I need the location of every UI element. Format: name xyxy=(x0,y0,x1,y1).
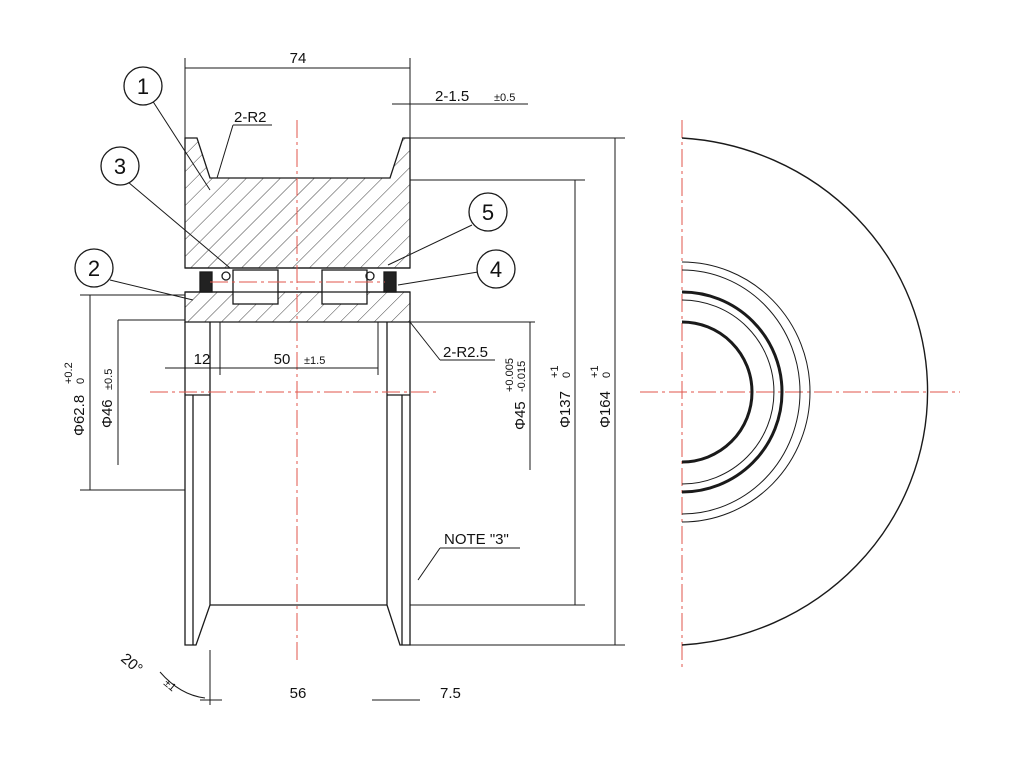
dimension-lines xyxy=(80,58,625,705)
side-view xyxy=(681,137,929,646)
dim-angle-group: 20° xyxy=(117,650,145,678)
bearing-left xyxy=(232,269,279,305)
lower-flange-right xyxy=(386,322,411,646)
dim-hub-length: 50 xyxy=(274,351,291,368)
dim-radius-top: 2-R2 xyxy=(234,109,267,126)
dim-bottom-offset: 7.5 xyxy=(440,685,461,702)
svg-text:3: 3 xyxy=(114,154,126,179)
svg-text:Φ46: Φ46 xyxy=(99,399,116,428)
bearing-right xyxy=(321,269,368,305)
svg-text:+1: +1 xyxy=(549,365,561,378)
balloon-2: 2 xyxy=(74,248,114,288)
svg-text:1: 1 xyxy=(137,74,149,99)
dim-angle-tol-group: ±1 xyxy=(161,677,178,694)
balloon-leaders xyxy=(109,99,479,301)
dim-chamfer: 2-1.5 xyxy=(435,88,469,105)
svg-text:0: 0 xyxy=(561,372,573,378)
oring-right xyxy=(365,271,375,281)
balloon-4: 4 xyxy=(476,249,516,289)
svg-text:±1: ±1 xyxy=(161,677,178,694)
svg-text:+1: +1 xyxy=(589,365,601,378)
svg-text:-0.015: -0.015 xyxy=(516,361,528,392)
svg-text:±0.5: ±0.5 xyxy=(103,369,115,390)
dim-overall-width: 74 xyxy=(290,50,307,67)
dim-dia-628-group: Φ62.8 +0.2 0 xyxy=(63,362,88,436)
svg-text:0: 0 xyxy=(75,378,87,384)
dim-chamfer-tol: ±0.5 xyxy=(494,92,515,104)
lower-flange-left xyxy=(184,322,211,646)
dim-radius-bottom: 2-R2.5 xyxy=(443,344,488,361)
dim-hub-step: 12 xyxy=(194,351,211,368)
svg-text:Φ45: Φ45 xyxy=(512,401,529,430)
hub-ring-3 xyxy=(681,290,784,494)
balloon-3: 3 xyxy=(100,146,140,186)
dim-dia-46-group: Φ46 ±0.5 xyxy=(99,369,116,428)
svg-text:Φ164: Φ164 xyxy=(597,391,614,428)
dim-dia-45-group: Φ45 +0.005 -0.015 xyxy=(504,358,529,430)
balloon-1: 1 xyxy=(123,66,163,106)
svg-text:Φ62.8: Φ62.8 xyxy=(71,395,88,436)
hub-ring-4 xyxy=(681,299,775,485)
dim-hub-length-tol: ±1.5 xyxy=(304,355,325,367)
svg-text:+0.005: +0.005 xyxy=(504,358,516,392)
hub-ring-1 xyxy=(681,261,811,523)
dim-dia-137-group: Φ137 +1 0 xyxy=(549,365,574,428)
seal-right xyxy=(383,271,397,293)
svg-text:5: 5 xyxy=(482,200,494,225)
oring-left xyxy=(221,271,231,281)
balloon-5: 5 xyxy=(468,192,508,232)
svg-text:4: 4 xyxy=(490,257,502,282)
svg-text:2: 2 xyxy=(88,256,100,281)
dim-bottom-width: 56 xyxy=(290,685,307,702)
dim-dia-164-group: Φ164 +1 0 xyxy=(589,365,614,428)
hub-ring-2 xyxy=(681,269,801,515)
svg-text:20°: 20° xyxy=(117,650,145,678)
svg-text:0: 0 xyxy=(601,372,613,378)
svg-text:Φ137: Φ137 xyxy=(557,391,574,428)
outer-rim xyxy=(681,137,929,646)
svg-text:+0.2: +0.2 xyxy=(63,362,75,384)
bore xyxy=(681,320,754,464)
note-label: NOTE "3" xyxy=(444,531,509,548)
